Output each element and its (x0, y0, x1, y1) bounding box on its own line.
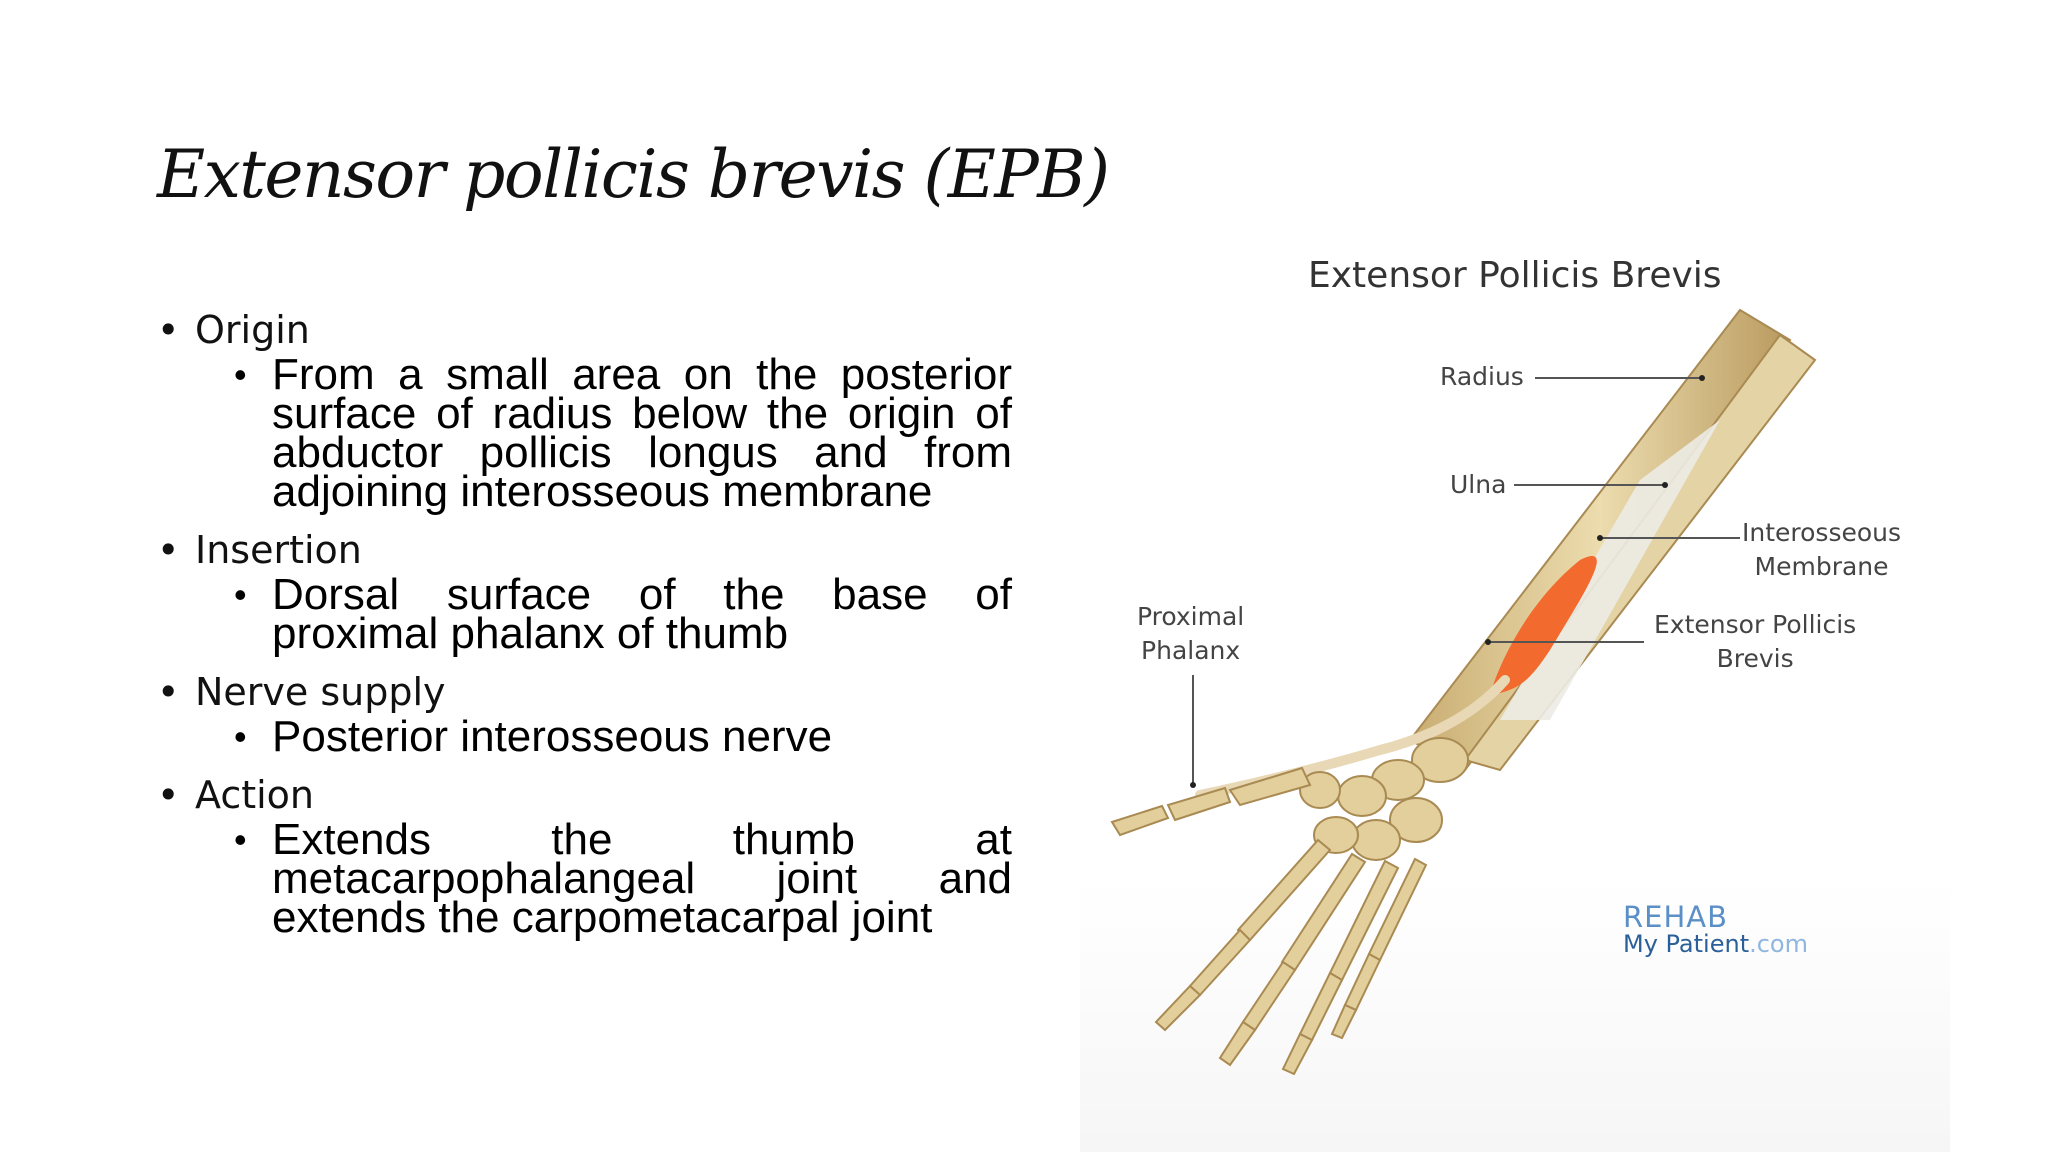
label-extensor-pollicis-brevis: Extensor Pollicis Brevis (1654, 610, 1857, 673)
label-interosseous-membrane: Interosseous Membrane (1742, 518, 1902, 581)
origin-heading: Origin (157, 305, 1012, 355)
label-proximal-phalanx: Proximal Phalanx (1137, 602, 1245, 665)
label-ulna: Ulna (1450, 470, 1507, 499)
slide-title: Extensor pollicis brevis (EPB) (157, 136, 1110, 213)
figure-title: Extensor Pollicis Brevis (1308, 255, 1722, 296)
thumb-bones (1110, 766, 1312, 837)
logo-my-patient-text: My Patient.com (1623, 930, 1808, 958)
forearm-hand-illustration (1110, 308, 1817, 1076)
action-heading: Action (157, 770, 1012, 820)
anatomy-figure: Extensor Pollicis Brevis Radius Ulna Int… (1080, 240, 1950, 1152)
nerve-supply-heading: Nerve supply (157, 667, 1012, 717)
finger-bones (1154, 838, 1428, 1076)
epb-muscle (1490, 556, 1597, 695)
nerve-supply-text: Posterior interosseous nerve (234, 715, 1012, 759)
action-text: Extends the thumb at metacarpophalangeal… (234, 818, 1012, 940)
label-radius: Radius (1440, 362, 1524, 391)
carpal-bones (1299, 737, 1469, 861)
interosseous-membrane (1500, 420, 1720, 720)
origin-text: From a small area on the posterior surfa… (234, 353, 1012, 514)
logo-rehab-text: REHAB (1623, 900, 1729, 934)
content-list: Origin From a small area on the posterio… (157, 305, 1012, 951)
insertion-heading: Insertion (157, 525, 1012, 575)
insertion-text: Dorsal surface of the base of proximal p… (234, 573, 1012, 656)
rehab-my-patient-logo: REHAB My Patient.com (1623, 900, 1808, 958)
